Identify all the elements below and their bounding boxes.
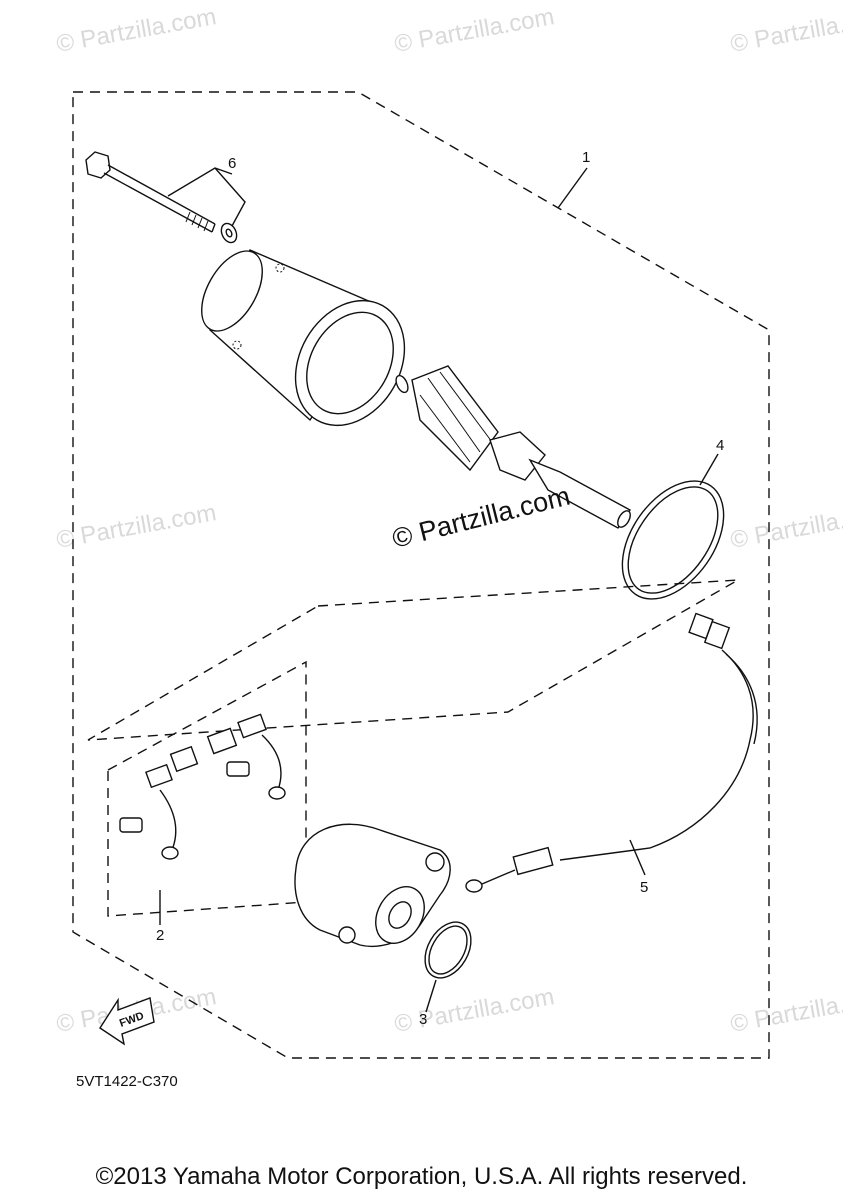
o-ring-small <box>424 921 472 979</box>
callout-4: 4 <box>716 437 724 454</box>
callout-5: 5 <box>640 879 648 896</box>
callout-1: 1 <box>582 149 590 166</box>
armature <box>395 365 632 529</box>
watermark: © Partzilla.com <box>728 983 843 1038</box>
assembly-boundary <box>72 91 770 1059</box>
watermark: © Partzilla.com <box>54 3 218 58</box>
through-bolt <box>85 151 216 233</box>
o-ring-large <box>621 480 725 600</box>
washer <box>220 222 238 244</box>
callout-6: 6 <box>228 155 236 172</box>
copyright-notice: ©2013 Yamaha Motor Corporation, U.S.A. A… <box>95 1163 748 1190</box>
callout-2: 2 <box>156 927 164 944</box>
brush-plate-outline <box>87 579 739 741</box>
watermark-center: © Partzilla.com <box>389 481 573 554</box>
watermark: © Partzilla.com <box>392 983 556 1038</box>
motor-yoke <box>201 249 406 427</box>
watermark: © Partzilla.com <box>54 499 218 554</box>
fwd-arrow-icon: FWD <box>99 997 155 1046</box>
front-cover <box>294 823 451 947</box>
diagram-code: 5VT1422-C370 <box>76 1073 178 1090</box>
watermark: © Partzilla.com <box>728 3 843 58</box>
watermark: © Partzilla.com <box>728 499 843 554</box>
brush-set <box>119 713 286 860</box>
callout-3: 3 <box>419 1011 427 1028</box>
leader-lines <box>159 167 719 1013</box>
lead-wire <box>465 612 758 893</box>
watermark: © Partzilla.com <box>392 3 556 58</box>
